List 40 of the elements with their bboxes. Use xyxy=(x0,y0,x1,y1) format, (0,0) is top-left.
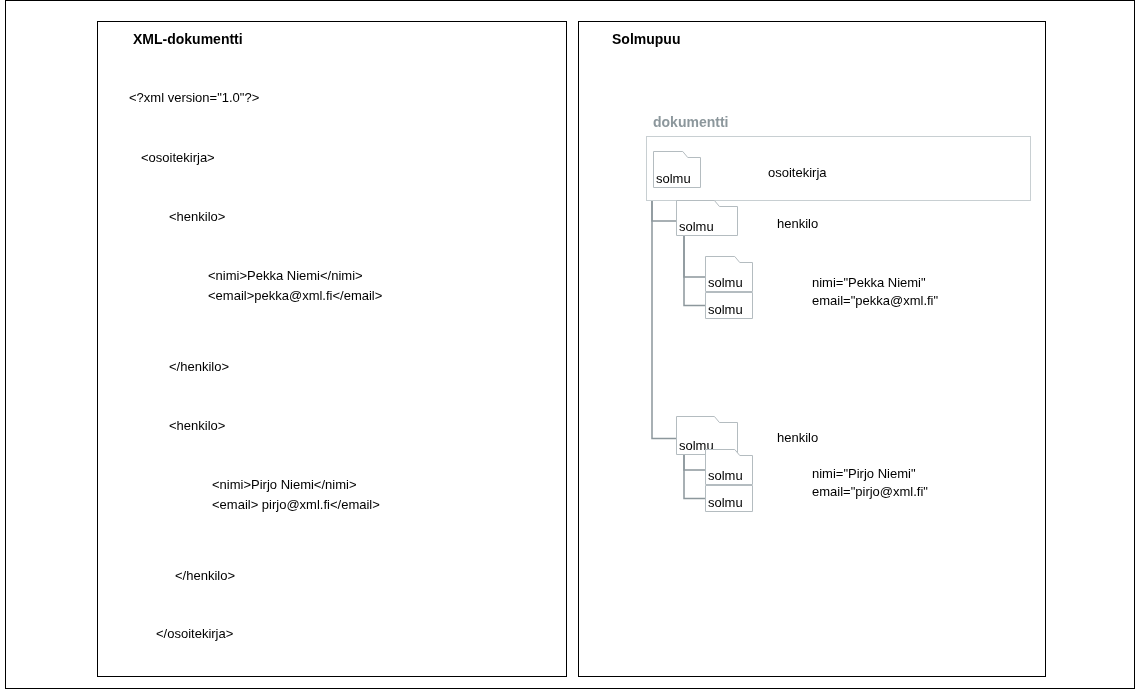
code-line: </henkilo> xyxy=(175,568,235,583)
node-label: solmu xyxy=(708,275,743,290)
node-value: email="pekka@xml.fi" xyxy=(812,293,939,308)
folder-shape xyxy=(705,485,753,512)
code-line: <nimi>Pirjo Niemi</nimi> xyxy=(212,477,357,492)
code-line: <email> pirjo@xml.fi</email> xyxy=(212,497,380,512)
code-line: <osoitekirja> xyxy=(141,150,215,165)
node-label: solmu xyxy=(708,495,743,510)
folder-shape xyxy=(705,449,753,485)
node-value: email="pirjo@xml.fi" xyxy=(812,484,928,499)
code-line: <?xml version="1.0"?> xyxy=(129,90,260,105)
code-line: <nimi>Pekka Niemi</nimi> xyxy=(208,268,363,283)
node-value: osoitekirja xyxy=(768,165,827,180)
code-line: <email>pekka@xml.fi</email> xyxy=(208,288,383,303)
node-value: henkilo xyxy=(777,430,819,445)
node-label: solmu xyxy=(708,468,743,483)
node-label: solmu xyxy=(679,219,714,234)
folder-shape xyxy=(676,416,738,455)
code-line: </osoitekirja> xyxy=(156,626,234,641)
panel xyxy=(97,21,567,677)
folder-shape xyxy=(676,200,738,236)
tree-line xyxy=(683,235,706,307)
folder-shape xyxy=(653,151,701,188)
panel-heading: XML-dokumentti xyxy=(133,32,243,47)
node-label: solmu xyxy=(656,171,691,186)
node-label: solmu xyxy=(679,438,714,453)
node-value: nimi="Pirjo Niemi" xyxy=(812,466,916,481)
code-line: <henkilo> xyxy=(169,209,226,224)
code-line: </henkilo> xyxy=(169,359,229,374)
folder-shape xyxy=(705,292,753,319)
node-label: solmu xyxy=(708,302,743,317)
tree-line xyxy=(651,200,677,440)
code-line: <henkilo> xyxy=(169,418,226,433)
tree-line xyxy=(683,454,706,500)
group-heading: dokumentti xyxy=(653,115,729,130)
folder-shape xyxy=(705,256,753,292)
panel-heading: Solmupuu xyxy=(612,32,681,47)
node-value: nimi="Pekka Niemi" xyxy=(812,275,926,290)
panel xyxy=(578,21,1046,677)
node-value: henkilo xyxy=(777,216,819,231)
